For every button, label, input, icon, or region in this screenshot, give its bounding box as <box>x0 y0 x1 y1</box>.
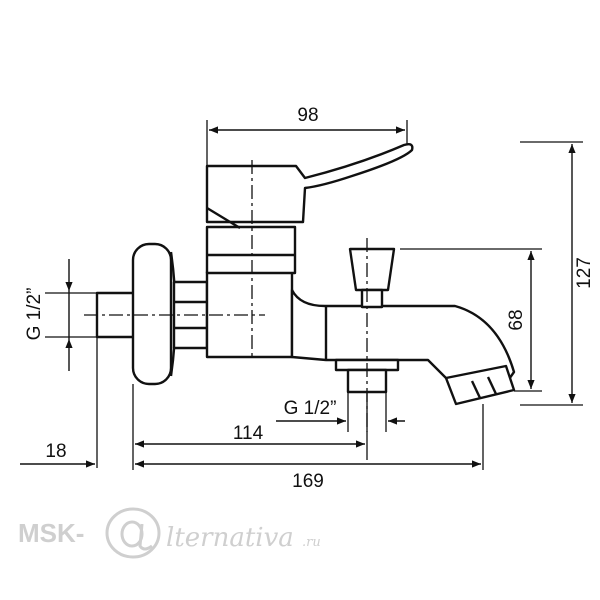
extension-lines <box>45 120 583 470</box>
watermark-domain: .ru <box>302 535 321 550</box>
watermark-script: lternativa <box>166 523 294 553</box>
at-sign-icon <box>105 507 161 559</box>
dim-label-98: 98 <box>297 105 318 126</box>
dim-label-68: 68 <box>506 309 527 330</box>
lever-handle <box>205 142 414 224</box>
dim-label-127: 127 <box>574 257 595 289</box>
diverter-stem <box>360 288 384 309</box>
watermark: MSK- lternativa .ru <box>18 507 321 559</box>
dim-label-169: 169 <box>292 471 324 492</box>
dim-label-inlet-thread: G 1/2” <box>24 288 45 341</box>
cartridge-collar <box>205 225 297 275</box>
spout-aerator <box>444 364 516 406</box>
dimension-lines <box>20 126 576 468</box>
diverter-knob <box>348 247 396 292</box>
dim-label-spout-thread: G 1/2” <box>284 398 337 419</box>
dim-label-114: 114 <box>233 423 264 444</box>
wall-flange <box>131 242 173 386</box>
watermark-brand: MSK- <box>18 518 84 548</box>
dim-label-18: 18 <box>45 441 66 462</box>
faucet-outline <box>95 142 516 406</box>
